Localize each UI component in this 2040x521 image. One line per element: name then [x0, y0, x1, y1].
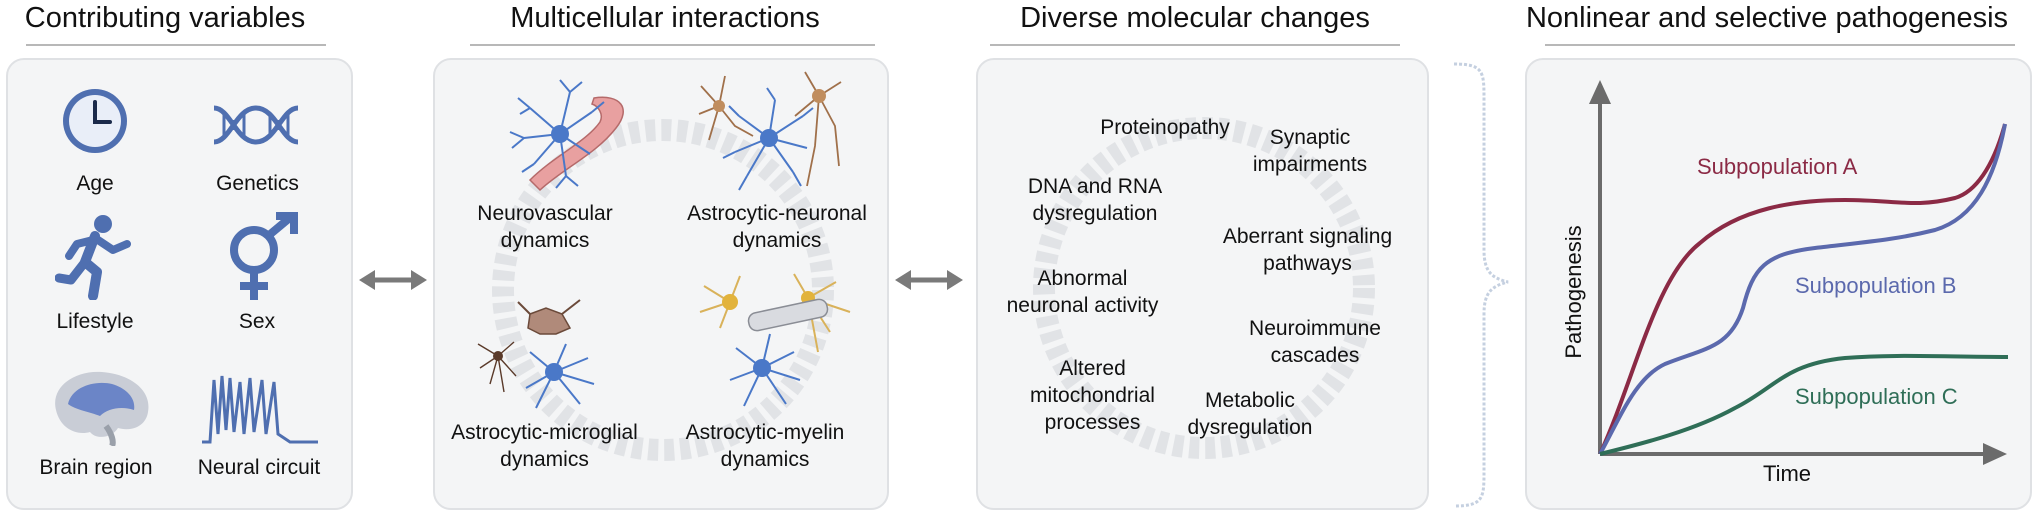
series-line-subpopulation-c: [1599, 353, 2009, 456]
label-dna-rna-line1: DNA and RNA: [1027, 175, 1163, 198]
label-sex: Sex: [238, 310, 276, 333]
title-multicellular-interactions: Multicellular interactions: [510, 2, 820, 34]
dashed-ring-decoration: [1033, 117, 1375, 459]
label-aberrant-line1: Aberrant signaling: [1222, 225, 1393, 248]
sex-symbol-icon: [230, 212, 298, 300]
title-molecular-changes: Diverse molecular changes: [1020, 2, 1370, 34]
label-abnormal-line2: neuronal activity: [1006, 294, 1159, 317]
label-neurovascular-line2: dynamics: [500, 229, 590, 252]
y-axis-arrowhead: [1589, 80, 1611, 104]
brain-icon: [55, 371, 149, 446]
label-astrocytic-microglial-line2: dynamics: [500, 448, 589, 471]
label-neuroimmune-line2: cascades: [1270, 344, 1360, 367]
title-underline: [470, 44, 875, 46]
title-pathogenesis: Nonlinear and selective pathogenesis: [1525, 2, 2009, 34]
label-lifestyle: Lifestyle: [56, 310, 134, 333]
dna-icon: [213, 105, 299, 145]
label-abnormal-line1: Abnormal: [1037, 267, 1128, 290]
title-underline: [26, 44, 326, 46]
series-label-subpopulation-c: Subpopulation C: [1795, 384, 1958, 409]
label-neural-circuit: Neural circuit: [197, 456, 321, 479]
astrocytic-myelin-illustration: [699, 273, 851, 407]
neurovascular-cell-illustration: [509, 79, 624, 192]
label-aberrant-line2: pathways: [1263, 252, 1352, 275]
label-altered-line1: Altered: [1059, 357, 1126, 380]
series-line-subpopulation-a: [1598, 123, 2007, 455]
label-dna-rna-line2: dysregulation: [1032, 202, 1158, 225]
y-axis-label: Pathogenesis: [1561, 225, 1586, 358]
panel-contributing-variables: [6, 58, 353, 510]
clock-icon: [63, 89, 127, 153]
label-genetics: Genetics: [216, 172, 299, 195]
bidirectional-arrow-icon: [895, 270, 963, 290]
label-altered-line2: mitochondrial: [1030, 384, 1155, 407]
label-synaptic-line2: impairments: [1252, 153, 1368, 176]
label-astrocytic-myelin-line2: dynamics: [720, 448, 810, 471]
title-underline: [1545, 44, 2015, 46]
label-brain-region: Brain region: [39, 456, 153, 479]
series-label-subpopulation-a: Subpopulation A: [1697, 154, 1858, 179]
series-line-subpopulation-b: [1598, 123, 2007, 455]
label-astrocytic-neuronal-line1: Astrocytic-neuronal: [687, 202, 867, 225]
pathogenesis-line-chart: Subpopulation A Subpopulation B Subpopul…: [1561, 80, 2009, 486]
label-altered-line3: processes: [1044, 411, 1141, 434]
label-neurovascular-line1: Neurovascular: [477, 202, 613, 225]
label-astrocytic-neuronal-line2: dynamics: [732, 229, 822, 252]
label-neuroimmune-line1: Neuroimmune: [1249, 317, 1381, 340]
label-synaptic-line1: Synaptic: [1269, 126, 1351, 149]
label-age: Age: [76, 172, 114, 195]
bidirectional-arrow-icon: [359, 270, 427, 290]
curly-brace-decoration: [1453, 62, 1509, 508]
series-label-subpopulation-b: Subpopulation B: [1795, 273, 1956, 298]
astrocytic-microglial-illustration: [477, 299, 595, 409]
astrocytic-neuronal-illustration: [698, 71, 842, 191]
running-person-icon: [55, 215, 131, 300]
label-metabolic-line1: Metabolic: [1205, 389, 1295, 412]
title-underline: [990, 44, 1400, 46]
label-astrocytic-microglial-line1: Astrocytic-microglial: [451, 421, 638, 444]
title-contributing-variables: Contributing variables: [24, 2, 306, 34]
label-metabolic-line2: dysregulation: [1187, 416, 1313, 439]
label-astrocytic-myelin-line1: Astrocytic-myelin: [685, 421, 845, 444]
x-axis-arrowhead: [1983, 443, 2007, 465]
label-proteinopathy: Proteinopathy: [1100, 116, 1230, 139]
neural-circuit-icon: [202, 375, 318, 444]
x-axis-label: Time: [1763, 461, 1811, 486]
